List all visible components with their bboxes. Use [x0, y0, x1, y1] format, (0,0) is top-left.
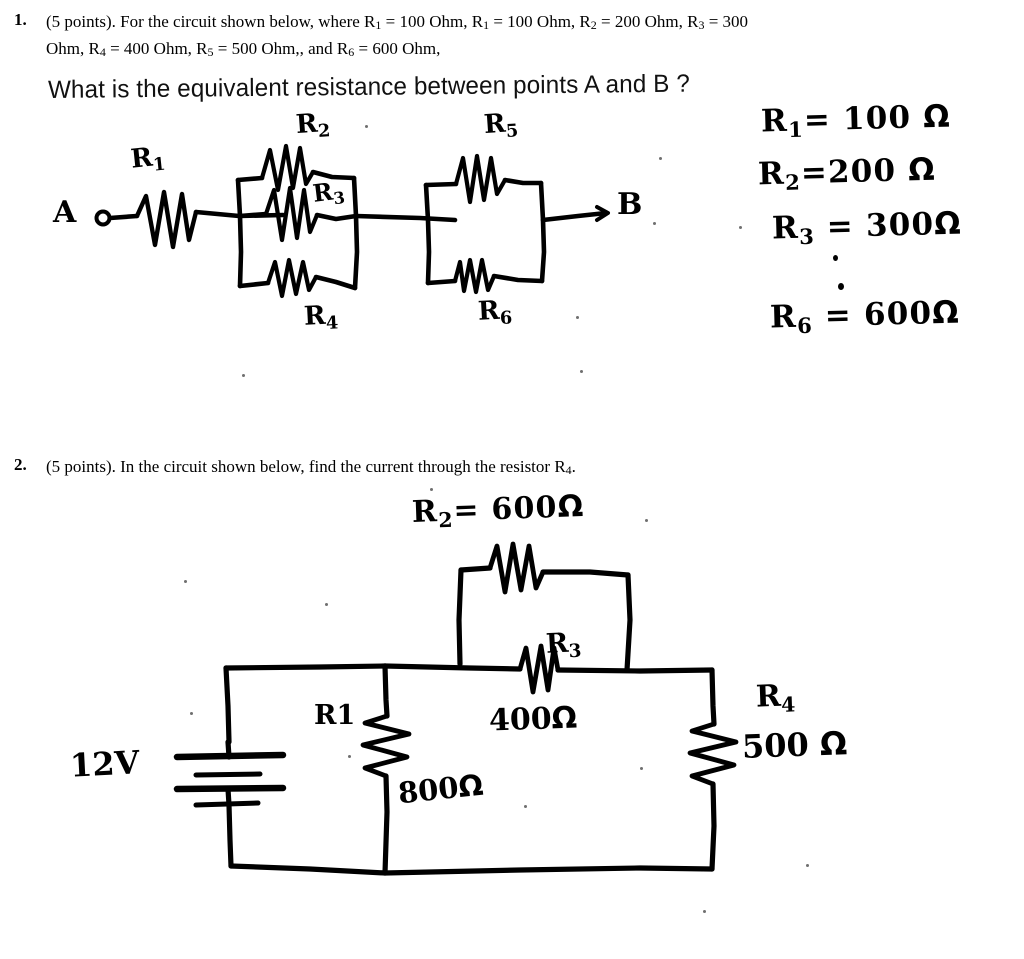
- problem-1-number: 1.: [14, 10, 27, 29]
- circuit2-r3-label: R3: [545, 627, 583, 663]
- scan-speck: [430, 488, 433, 491]
- sub-1b: 1: [483, 18, 490, 33]
- problem-1-line1-intro: For the circuit shown below, where R: [120, 12, 376, 31]
- circuit1-r4-label: R4: [303, 300, 339, 335]
- circuit1-terminal-a-label: A: [53, 195, 77, 230]
- problem-1-line2-a: Ohm, R: [46, 39, 100, 59]
- scan-speck: [348, 755, 351, 758]
- handwritten-value-r2: R2=200 Ω: [757, 151, 937, 195]
- problem-1-v1: = 100 Ohm, R: [381, 12, 484, 31]
- circuit1-r2-label: R2: [294, 108, 332, 142]
- problem-1-line2-c: = 500 Ohm,, and R: [213, 39, 349, 59]
- circuit2-r1-value: 800Ω: [396, 767, 485, 811]
- problem-1-points: (5 points).: [46, 12, 116, 31]
- scan-speck: [640, 767, 643, 770]
- problem-1-statement: (5 points). For the circuit shown below,…: [46, 10, 1016, 64]
- problem-2-line-b: .: [571, 457, 576, 476]
- sub-5: 5: [207, 45, 214, 60]
- circuit2-r4-label: R4: [755, 678, 796, 717]
- scan-speck: [325, 603, 328, 606]
- circuit1-r5-label: R5: [482, 108, 520, 142]
- problem-1-line2-b: = 400 Ohm, R: [105, 39, 208, 59]
- scan-speck: [653, 222, 656, 225]
- circuit2-r4-value: 500 Ω: [741, 724, 848, 766]
- scan-speck: [190, 712, 193, 715]
- problem-1-v2: = 100 Ohm, R: [489, 12, 591, 31]
- scan-speck: [365, 125, 368, 128]
- problem-1-v3: = 200 Ohm, R: [596, 12, 699, 31]
- problem-2-number: 2.: [14, 455, 27, 474]
- handwritten-value-r3: R3 = 300Ω: [771, 205, 963, 250]
- scan-speck: [580, 370, 583, 373]
- circuit2-r3-value: 400Ω: [488, 700, 578, 739]
- scan-speck: [659, 157, 662, 160]
- scan-speck: [806, 864, 809, 867]
- scan-speck: [645, 519, 648, 522]
- scan-speck: [184, 580, 187, 583]
- circuit1-r6-label: R6: [477, 295, 513, 330]
- problem-1-v4: = 300: [704, 12, 749, 31]
- problem-2-points: (5 points).: [46, 457, 116, 476]
- sub-3: 3: [698, 18, 705, 33]
- sub-6: 6: [348, 45, 355, 60]
- circuit1-terminal-b-label: B: [617, 187, 643, 222]
- scan-speck: [242, 374, 245, 377]
- sub-2: 2: [590, 18, 597, 33]
- scan-speck: [703, 910, 706, 913]
- circuit2-source-label: 12V: [69, 743, 141, 785]
- handwritten-value-r6: R6 = 600Ω: [769, 294, 961, 339]
- circuit1-r3-label: R3: [311, 176, 346, 209]
- circuit1-r1-label: R1: [129, 142, 167, 176]
- sub-4b: 4: [565, 463, 572, 478]
- sub-4: 4: [99, 45, 106, 60]
- ink-speck: [838, 283, 844, 290]
- scan-speck: [739, 226, 742, 229]
- circuit2-r2-annotation: R2= 600Ω: [411, 489, 585, 533]
- problem-2-statement: (5 points). In the circuit shown below, …: [46, 455, 1016, 482]
- problem-1-question-line: What is the equivalent resistance betwee…: [47, 69, 691, 104]
- circuit2-r1-label: R1: [314, 700, 356, 731]
- handwritten-value-r1: R1= 100 Ω: [760, 98, 952, 143]
- problem-1-line2-d: = 600 Ohm,: [354, 39, 441, 59]
- sub-1a: 1: [375, 18, 382, 33]
- problem-2-line-a: In the circuit shown below, find the cur…: [120, 457, 566, 476]
- scan-speck: [524, 805, 527, 808]
- ink-speck: [833, 255, 838, 261]
- scan-speck: [576, 316, 579, 319]
